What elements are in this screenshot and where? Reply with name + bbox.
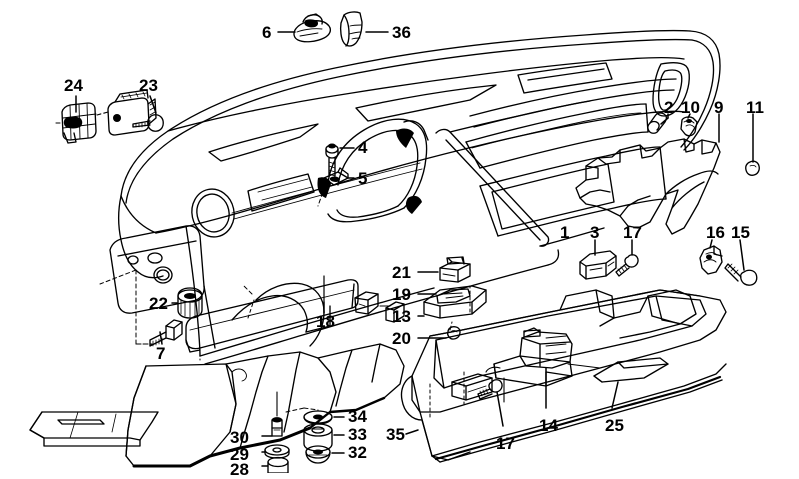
callout-2: 2 [664,98,674,117]
part-24-relay-bracket [61,102,97,144]
part-35-glovebox-liner [29,343,405,468]
part-32-grommet [305,445,331,464]
part-30-pin [271,417,283,437]
callout-23: 23 [139,76,158,95]
callout-4: 4 [358,138,368,157]
part-17b-screw [477,379,503,400]
callout-16: 16 [706,223,725,242]
callout-14: 14 [539,416,558,435]
callout-9: 9 [714,98,724,117]
part-4-screw-washer [325,143,339,177]
callout-19: 19 [392,285,411,304]
part-13-support-clip [354,291,379,315]
part-21-retainer-bracket [439,256,471,283]
glovebox-assembly [400,289,727,463]
part-15-tapping-screw [724,263,758,286]
misc-clip-left [385,301,405,323]
part-10-clip [680,116,698,137]
callout-29: 29 [230,445,249,464]
callout-25: 25 [605,416,624,435]
callout-3: 3 [590,223,600,242]
callout-20: 20 [392,329,411,348]
callout-1: 1 [560,223,570,242]
callout-36: 36 [392,23,411,42]
callout-32: 32 [348,443,367,462]
part-22-knurled-nut [177,287,203,319]
part-29-washer [264,444,290,459]
part-23-screw [132,114,164,132]
callout-22: 22 [149,294,168,313]
part-28-sleeve-bush [267,456,289,473]
part-25-cover-flap [593,357,669,383]
callout-35: 35 [386,425,405,444]
callout-7: 7 [156,344,166,363]
part-19-mounting-plate [423,285,487,319]
callout-30: 30 [230,428,249,447]
callout-10: 10 [681,98,700,117]
part-3-mounting-clip [579,250,617,280]
dashboard-main-body [109,29,721,365]
part-2-rivet-pin [647,112,668,134]
part-7-hex-bolt [149,319,183,347]
callout-33: 33 [348,425,367,444]
callout-6: 6 [262,23,272,42]
callout-28: 28 [230,460,249,479]
part-16-spring-clip [699,245,723,275]
callout-15: 15 [731,223,750,242]
part-9-knee-bolster [575,138,721,235]
callout-5: 5 [358,169,368,188]
callout-18: 18 [316,312,335,331]
part-11-cap-plug [745,160,760,176]
part-17a-screw [615,254,639,277]
callout-17-upper: 17 [623,223,642,242]
callout-13: 13 [392,307,411,326]
callout-24: 24 [64,76,83,95]
callout-34: 34 [348,407,367,426]
callout-21: 21 [392,263,411,282]
callout-11: 11 [746,98,764,117]
part-6-switch [293,13,332,43]
callout-17-lower: 17 [496,434,515,453]
part-36-rocker-switch [339,11,363,47]
